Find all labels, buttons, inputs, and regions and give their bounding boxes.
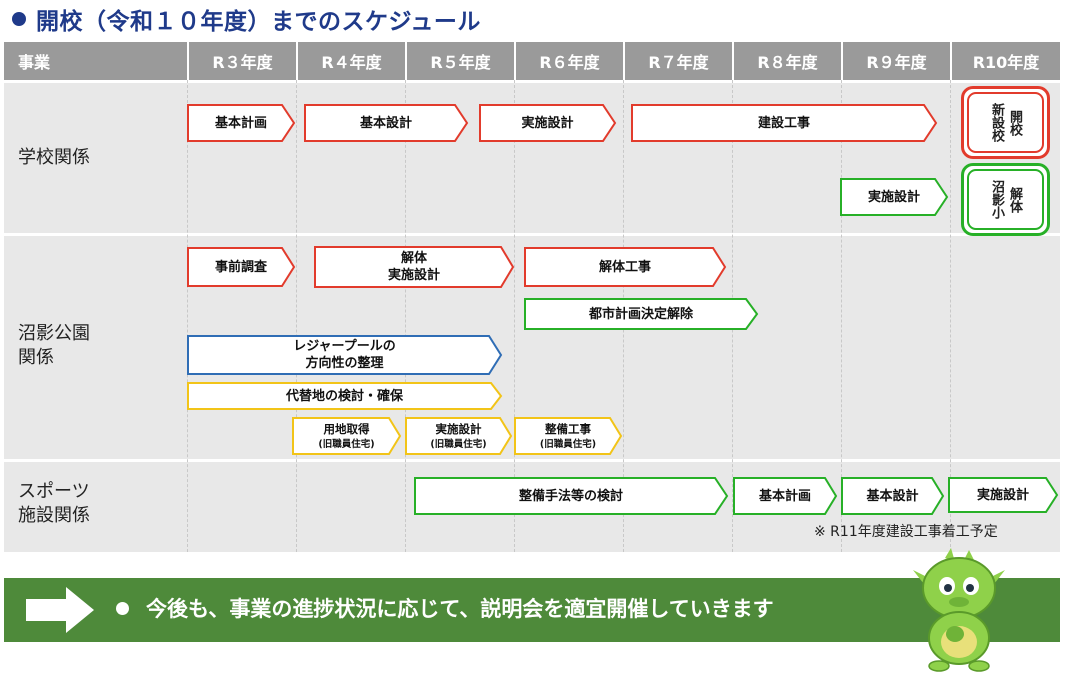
column-divider — [841, 80, 842, 552]
task-arrow-sports-basic-plan: 基本計画 — [733, 477, 838, 515]
task-arrow-park-alternative-site: 代替地の検討・確保 — [187, 382, 503, 410]
task-arrow-school-construction: 建設工事 — [631, 104, 938, 142]
task-arrow-park-survey: 事前調査 — [187, 247, 296, 287]
right-arrow-icon — [26, 587, 94, 633]
title-bullet-icon — [12, 12, 26, 26]
task-label: 都市計画決定解除 — [588, 306, 693, 322]
header-year: R４年度 — [296, 42, 405, 80]
task-arrow-sports-basic-design: 基本設計 — [841, 477, 945, 515]
header-year: R７年度 — [623, 42, 732, 80]
task-arrow-park-demolition-design: 解体 実施設計 — [314, 246, 515, 288]
task-arrow-school-impl-design: 実施設計 — [479, 104, 617, 142]
task-label: 事前調査 — [214, 259, 267, 275]
task-arrow-park-demolition-work: 解体工事 — [524, 247, 727, 287]
header-year: R３年度 — [187, 42, 296, 80]
task-label: 基本設計 — [359, 115, 412, 131]
row-divider — [4, 80, 1060, 83]
task-label: 実施設計 — [867, 189, 920, 205]
table-header: 事業 R３年度 R４年度 R５年度 R６年度 R７年度 R８年度 R９年度 R1… — [4, 42, 1060, 80]
row-divider — [4, 459, 1060, 462]
task-label: 基本計画 — [758, 488, 811, 504]
task-arrow-school-demolition-design: 実施設計 — [840, 178, 949, 216]
row-label-park: 沼影公園 関係 — [18, 323, 90, 368]
task-label: 代替地の検討・確保 — [285, 388, 403, 404]
banner-message: 今後も、事業の進捗状況に応じて、説明会を適宜開催していきます — [146, 597, 774, 621]
task-label: 基本設計 — [866, 488, 919, 504]
task-arrow-school-basic-design: 基本設計 — [304, 104, 469, 142]
badge-text: 沼影小 — [989, 180, 1004, 219]
footnote: ※ R11年度建設工事着工予定 — [814, 524, 998, 540]
task-label: 建設工事 — [757, 115, 810, 131]
row-label-school: 学校関係 — [18, 147, 90, 168]
badge-new-school-opening: 新設校 開校 — [961, 86, 1050, 159]
task-label: レジャープールの 方向性の整理 — [293, 339, 396, 371]
task-label: 用地取得(旧職員住宅) — [318, 421, 375, 450]
header-project: 事業 — [18, 53, 51, 72]
info-banner: 今後も、事業の進捗状況に応じて、説明会を適宜開催していきます — [4, 578, 1060, 642]
row-divider — [4, 233, 1060, 236]
banner-bullet-icon — [116, 602, 129, 615]
column-divider — [405, 80, 406, 552]
task-label: 整備工事(旧職員住宅) — [539, 421, 597, 450]
task-arrow-sports-method: 整備手法等の検討 — [414, 477, 729, 515]
header-year: R５年度 — [405, 42, 514, 80]
badge-school-demolition: 沼影小 解体 — [961, 163, 1050, 236]
task-arrow-park-land-acquisition: 用地取得(旧職員住宅) — [292, 417, 402, 455]
column-divider — [187, 80, 188, 552]
mascot-icon — [913, 548, 1005, 672]
row-label-sports: スポーツ 施設関係 — [18, 481, 90, 526]
header-year: R10年度 — [950, 42, 1060, 80]
badge-text: 解体 — [1007, 186, 1022, 213]
task-label: 解体 実施設計 — [387, 251, 440, 283]
column-divider — [514, 80, 515, 552]
task-label: 実施設計(旧職員住宅) — [430, 421, 487, 450]
column-divider — [950, 80, 951, 552]
column-divider — [296, 80, 297, 552]
task-label: 整備手法等の検討 — [518, 488, 623, 504]
page-title: 開校（令和１０年度）までのスケジュール — [12, 4, 481, 35]
task-arrow-park-urban-plan: 都市計画決定解除 — [524, 298, 759, 330]
task-arrow-park-housing-design: 実施設計(旧職員住宅) — [405, 417, 513, 455]
badge-text: 新設校 — [989, 103, 1004, 142]
title-text: 開校（令和１０年度）までのスケジュール — [36, 9, 481, 35]
task-arrow-sports-impl-design: 実施設計 — [948, 477, 1059, 513]
task-label: 基本計画 — [214, 115, 267, 131]
task-arrow-school-basic-plan: 基本計画 — [187, 104, 296, 142]
header-year: R９年度 — [841, 42, 950, 80]
header-year: R６年度 — [514, 42, 623, 80]
badge-text: 開校 — [1007, 109, 1022, 136]
header-year: R８年度 — [732, 42, 841, 80]
task-arrow-park-housing-works: 整備工事(旧職員住宅) — [514, 417, 623, 455]
task-arrow-park-leisure-pool: レジャープールの 方向性の整理 — [187, 335, 503, 375]
task-label: 実施設計 — [521, 115, 574, 131]
task-label: 実施設計 — [976, 487, 1029, 503]
task-label: 解体工事 — [598, 259, 651, 275]
